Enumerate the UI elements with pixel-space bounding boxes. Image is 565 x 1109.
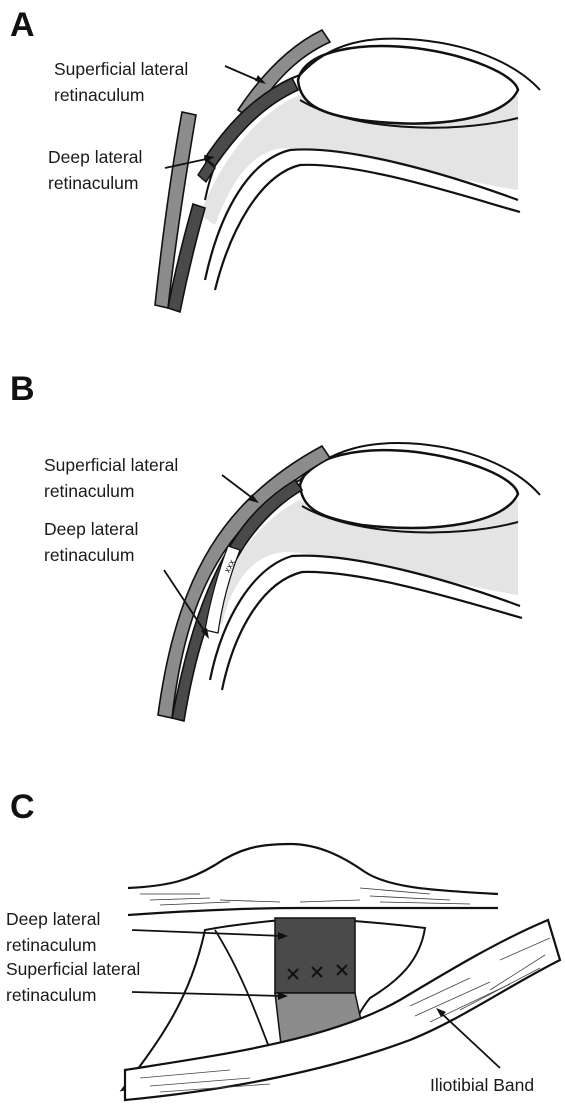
label-superficial-b: Superficial lateral retinaculum xyxy=(44,452,178,504)
label-superficial-a: Superficial lateral retinaculum xyxy=(54,56,188,108)
patella xyxy=(298,46,518,123)
panel-c: C xyxy=(0,770,565,1109)
label-itb: Iliotibial Band xyxy=(430,1072,534,1098)
trochlea-line-outer xyxy=(222,572,522,690)
label-deep-c: Deep lateral retinaculum xyxy=(6,906,100,958)
leader-superficial-b xyxy=(222,475,255,500)
label-line: Deep lateral xyxy=(44,516,138,542)
label-line: retinaculum xyxy=(54,82,188,108)
label-line: Superficial lateral xyxy=(44,452,178,478)
trochlea-line-outer xyxy=(215,165,520,290)
patella-outline xyxy=(128,844,498,894)
patella xyxy=(300,450,518,528)
label-line: Deep lateral xyxy=(6,906,100,932)
label-line: Superficial lateral xyxy=(6,956,140,982)
panel-b: B xxx Superficial lateral retinaculum De… xyxy=(0,360,565,740)
label-line: retinaculum xyxy=(6,932,100,958)
leader-itb xyxy=(440,1012,500,1068)
tissue-hatching-top xyxy=(140,888,470,905)
patella-lower-line xyxy=(128,908,498,915)
label-line: Superficial lateral xyxy=(54,56,188,82)
label-line: retinaculum xyxy=(44,542,138,568)
label-line: retinaculum xyxy=(44,478,178,504)
label-superficial-c: Superficial lateral retinaculum xyxy=(6,956,140,1008)
label-deep-a: Deep lateral retinaculum xyxy=(48,144,142,196)
deep-retinaculum-strip xyxy=(275,918,355,993)
label-line: retinaculum xyxy=(48,170,142,196)
panel-a: A Superficial lateral retinaculum Deep l… xyxy=(0,0,565,360)
label-line: Deep lateral xyxy=(48,144,142,170)
label-deep-b: Deep lateral retinaculum xyxy=(44,516,138,568)
label-line: retinaculum xyxy=(6,982,140,1008)
